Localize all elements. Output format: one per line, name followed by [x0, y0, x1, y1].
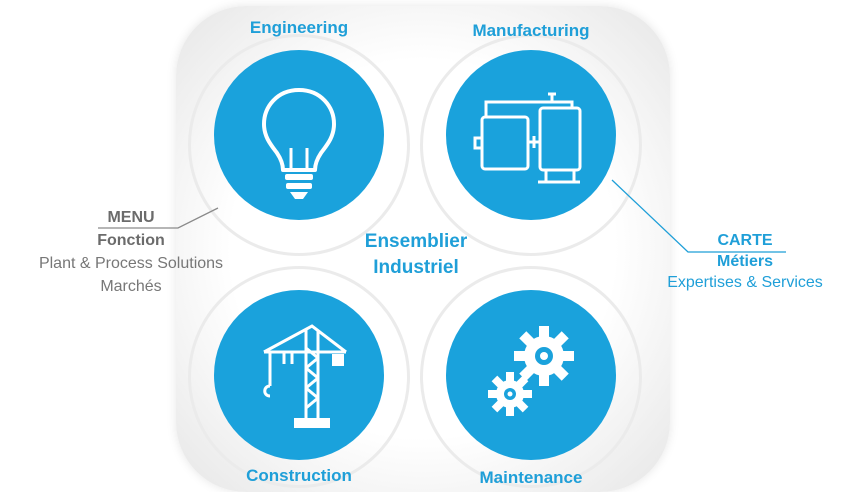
right-line-1: Expertises & Services — [667, 274, 823, 291]
ring-construction — [188, 266, 410, 488]
left-connector-line — [98, 207, 219, 229]
center-line-2: Industriel — [373, 257, 459, 278]
left-title: MENU — [107, 209, 155, 226]
label-engineering: Engineering — [249, 18, 349, 37]
right-annotation: CARTE Métiers Expertises & Services — [640, 230, 850, 293]
left-annotation: MENU Fonction Plant & Process Solutions … — [6, 206, 256, 298]
engineering-circle[interactable] — [214, 50, 384, 220]
construction-circle[interactable] — [214, 290, 384, 460]
left-line-1: Plant & Process Solutions — [38, 255, 224, 272]
right-subtitle: Métiers — [716, 253, 774, 270]
maintenance-circle[interactable] — [446, 290, 616, 460]
center-line-1: Ensemblier — [364, 231, 468, 252]
label-maintenance: Maintenance — [479, 468, 583, 487]
center-title: Ensemblier Industriel — [336, 229, 496, 281]
left-line-2: Marchés — [100, 278, 162, 295]
label-construction: Construction — [246, 466, 352, 485]
left-subtitle: Fonction — [97, 232, 165, 249]
ring-engineering — [188, 34, 410, 256]
gears-icon — [488, 326, 574, 416]
ring-maintenance — [420, 266, 642, 488]
tanks-icon — [473, 92, 582, 184]
ring-manufacturing — [420, 34, 642, 256]
label-manufacturing: Manufacturing — [472, 21, 590, 40]
crane-icon — [263, 324, 347, 428]
right-title: CARTE — [717, 232, 773, 249]
right-connector-line — [611, 179, 786, 253]
manufacturing-circle[interactable] — [446, 50, 616, 220]
lightbulb-icon — [262, 88, 336, 199]
